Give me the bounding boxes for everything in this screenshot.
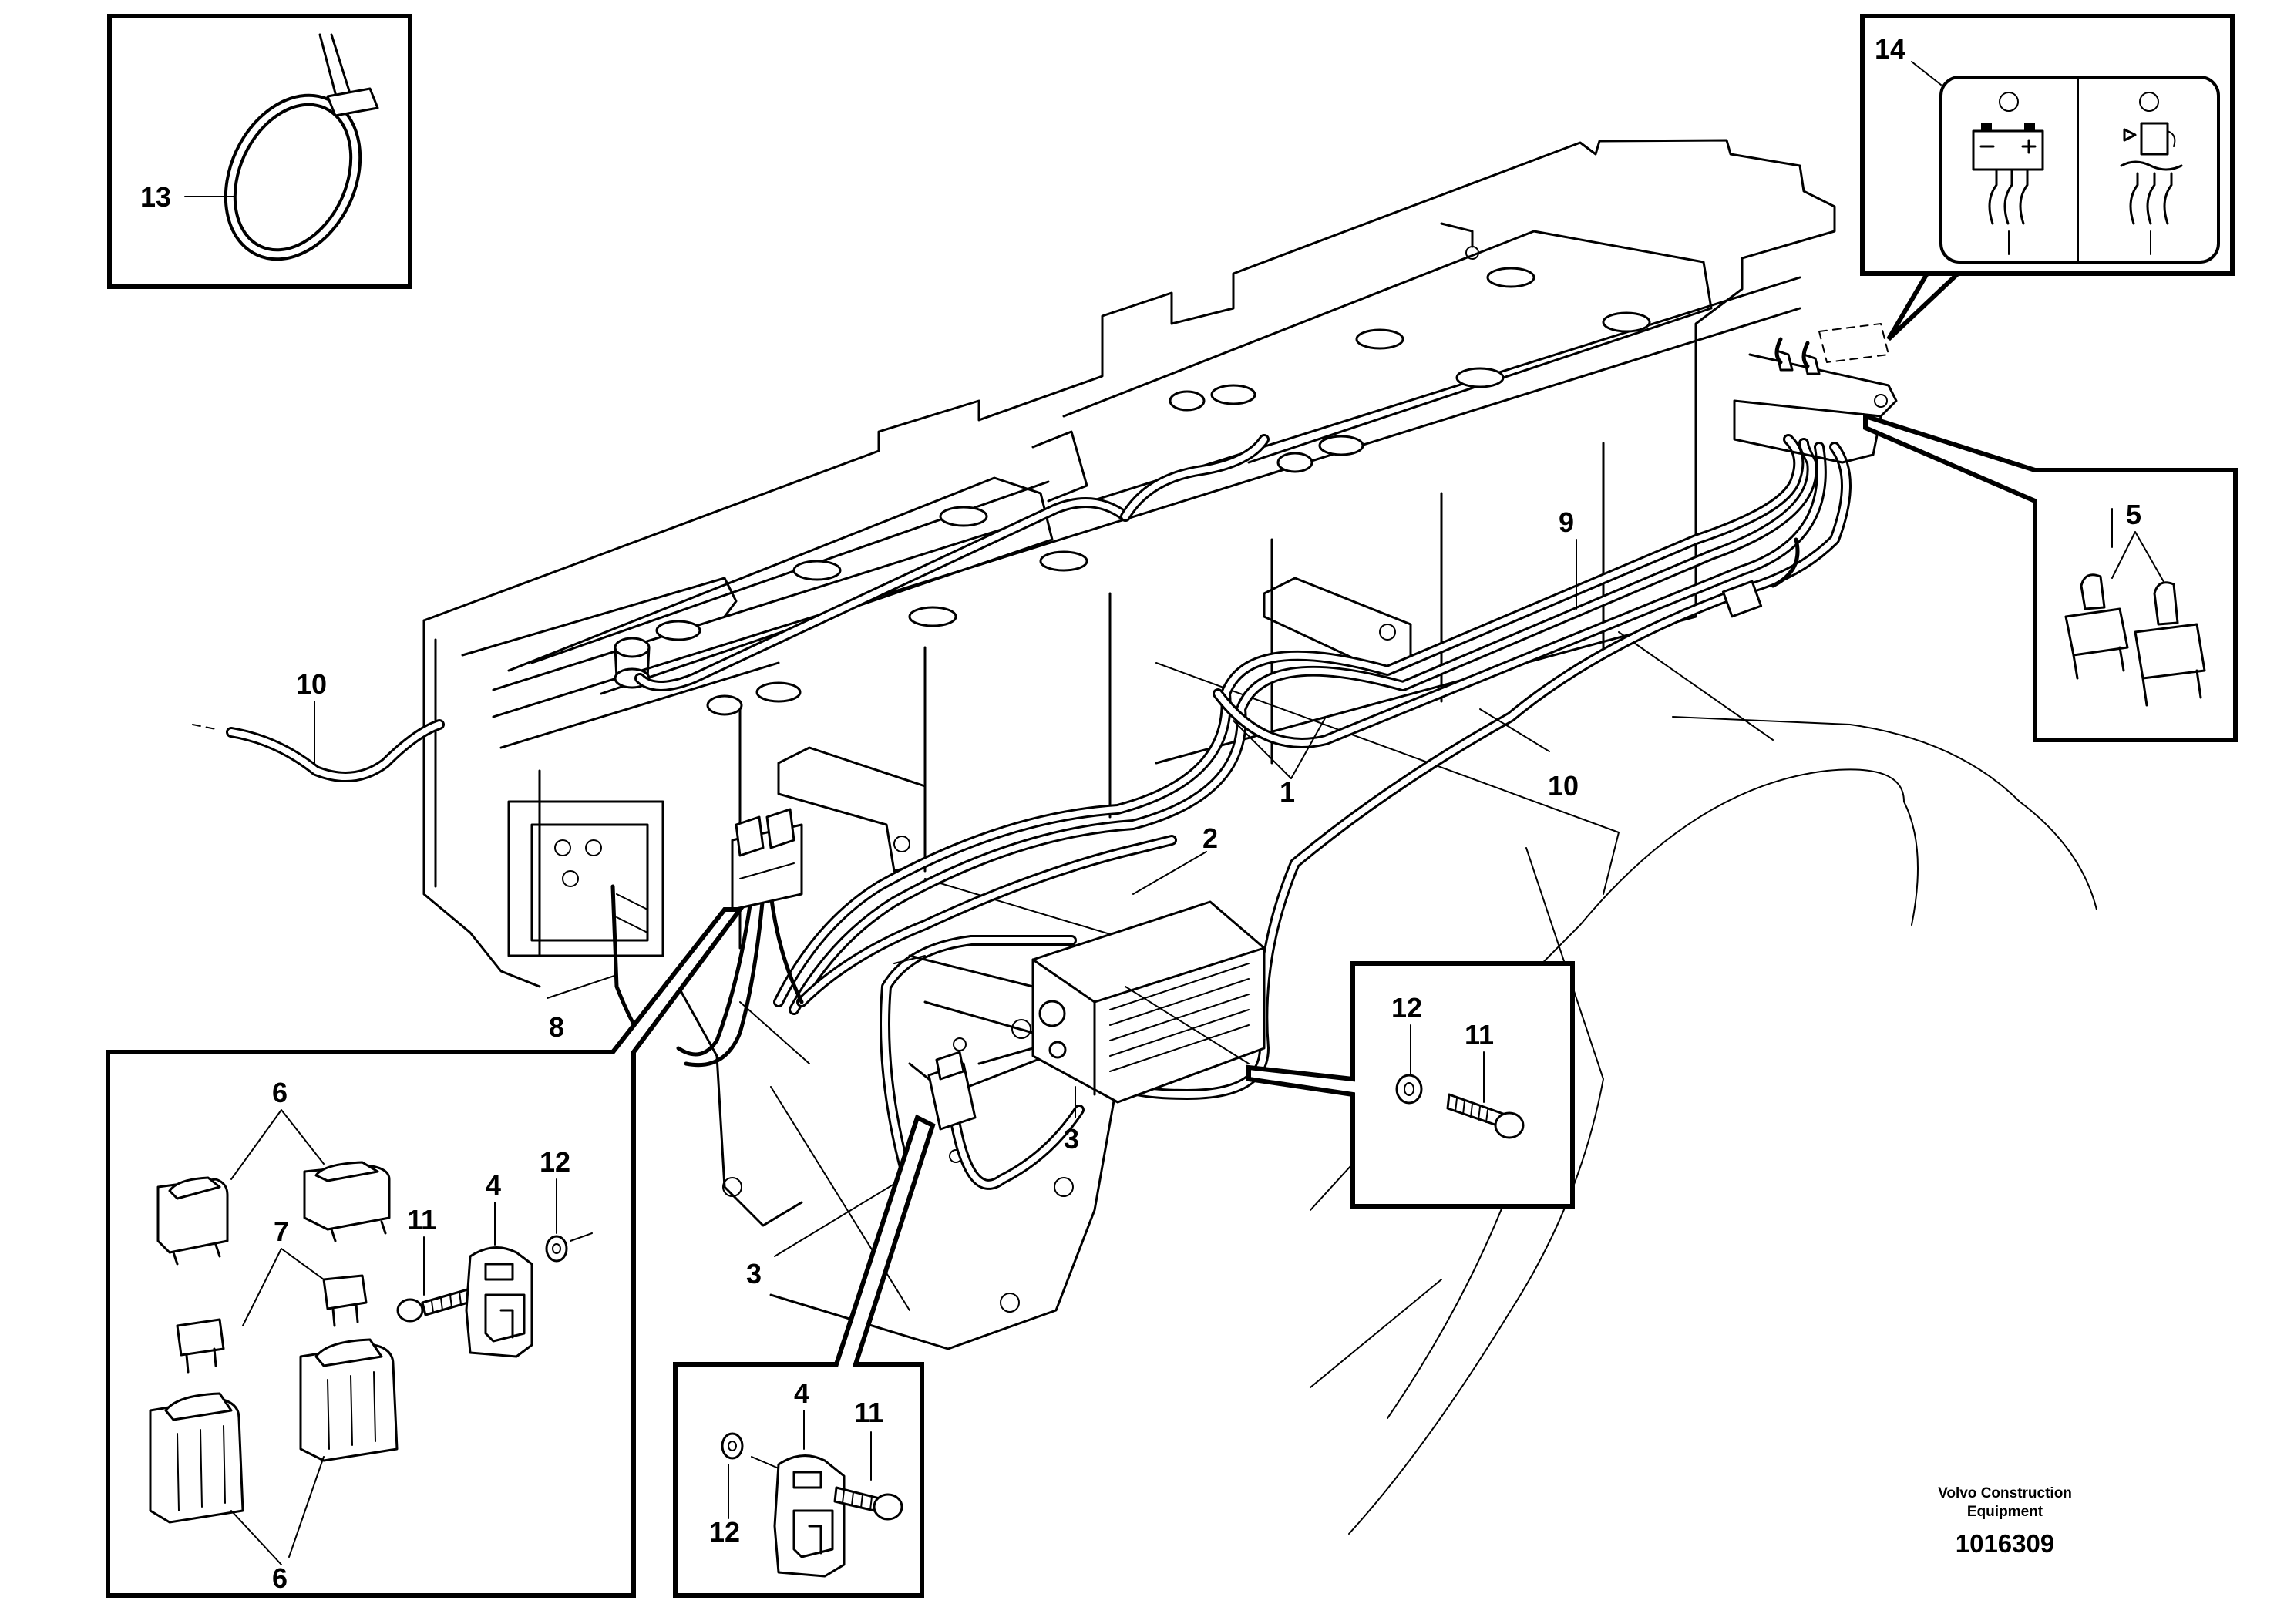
callout-5: 5 <box>2126 499 2141 530</box>
callout-7: 7 <box>274 1215 289 1247</box>
callout-leaders <box>314 539 1577 1257</box>
part-number: 1016309 <box>1956 1529 2054 1558</box>
engine-coolant-heater-icon <box>2120 92 2183 255</box>
detail-bracket: 4 11 12 <box>673 1114 936 1598</box>
callout-6a: 6 <box>272 1077 288 1108</box>
callout-3b: 3 <box>746 1258 762 1289</box>
relay-icon <box>149 1392 244 1524</box>
brand-line-2: Equipment <box>1967 1504 2043 1520</box>
brand-block: Volvo Construction Equipment 1016309 <box>1938 1485 2072 1558</box>
switch-bracket <box>1733 323 1898 464</box>
callout-8: 8 <box>549 1011 564 1043</box>
relay-3 <box>927 1051 977 1131</box>
fuse-icon <box>176 1318 225 1374</box>
callout-10a: 10 <box>296 668 327 700</box>
screw-icon <box>1446 1093 1525 1139</box>
battery-heater-icon <box>1972 92 2044 255</box>
detail-relays-fuses: 6 7 <box>106 907 745 1598</box>
relay-icon <box>156 1176 229 1266</box>
callout-10b: 10 <box>1548 770 1579 802</box>
callout-12c: 12 <box>709 1516 740 1548</box>
socket-panel <box>507 800 664 957</box>
relay-block <box>731 808 803 911</box>
callout-4b: 4 <box>794 1377 809 1409</box>
callout-11c: 11 <box>854 1397 883 1428</box>
detail-switches: 5 <box>1863 412 2238 742</box>
bracket-icon <box>465 1246 533 1358</box>
callout-12a: 12 <box>1391 992 1422 1024</box>
washer-icon <box>545 1232 593 1263</box>
callout-14: 14 <box>1875 33 1906 65</box>
callout-4a: 4 <box>486 1169 501 1201</box>
callout-9: 9 <box>1559 506 1574 538</box>
detail-screw-washer: 12 11 <box>1246 961 1575 1209</box>
control-module <box>893 900 1266 1104</box>
cable-harness <box>192 434 1852 1192</box>
callout-3a: 3 <box>1064 1123 1079 1155</box>
callout-6b: 6 <box>272 1562 288 1594</box>
callout-2: 2 <box>1202 822 1218 854</box>
washer-icon <box>721 1432 744 1460</box>
battery-right <box>1169 222 1651 473</box>
toggle-switch-icon <box>2064 573 2129 680</box>
fuse-icon <box>322 1274 368 1327</box>
bracket-icon <box>751 1454 846 1578</box>
battery-left <box>530 480 1088 716</box>
relay-icon <box>303 1161 391 1242</box>
battery-box <box>422 139 1836 1350</box>
callout-13: 13 <box>140 181 171 213</box>
callout-11a: 11 <box>1465 1019 1494 1051</box>
screw-icon <box>833 1486 903 1521</box>
relay-icon <box>299 1338 399 1462</box>
cable-tie-icon <box>224 33 379 261</box>
washer-icon <box>1395 1074 1423 1105</box>
callout-11b: 11 <box>407 1204 436 1236</box>
toggle-switch-icon <box>2134 581 2206 707</box>
brand-line-1: Volvo Construction <box>1938 1485 2072 1501</box>
detail-cable-tie: 13 <box>107 14 412 289</box>
callout-1: 1 <box>1280 776 1295 808</box>
detail-decals: 14 <box>1860 14 2235 341</box>
callout-12b: 12 <box>540 1146 570 1178</box>
